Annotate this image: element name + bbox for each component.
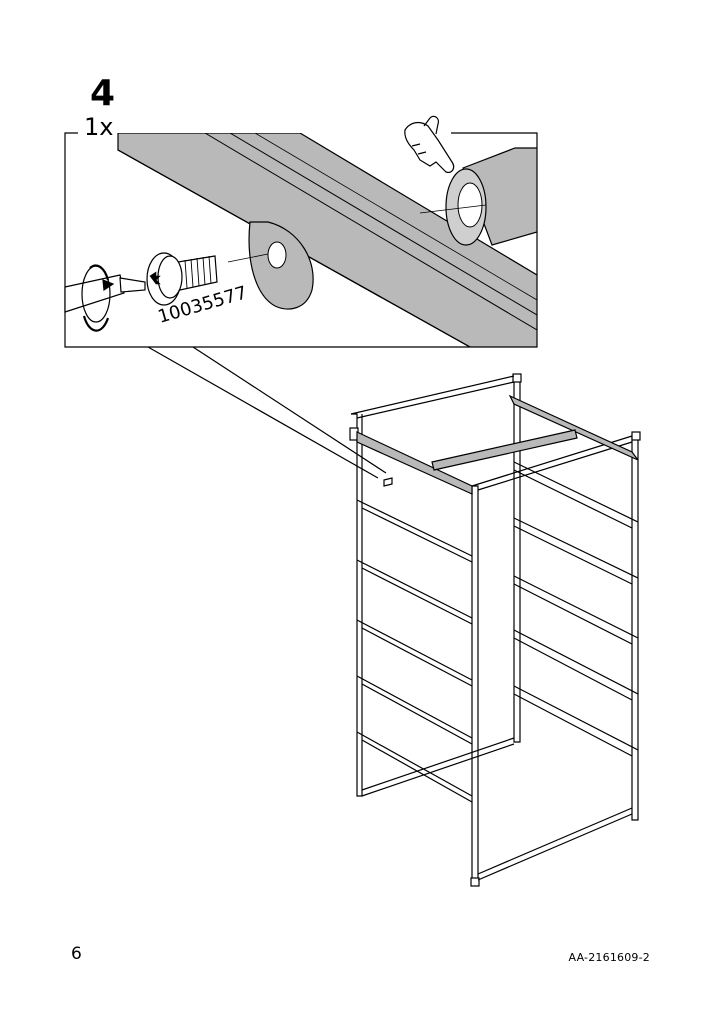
detail-callout-box (64, 132, 538, 479)
screwdriver-rotate-icon (64, 264, 146, 332)
drawer-frame (349, 373, 641, 887)
screw-icon (146, 252, 218, 306)
rail-closeup (117, 133, 537, 347)
page-number: 6 (71, 944, 82, 964)
hand-pointing-icon (404, 115, 455, 173)
document-code: AA-2161609-2 (568, 951, 650, 964)
step-number: 4 (90, 73, 116, 114)
quantity-label: 1x (80, 113, 118, 141)
washer-icon (227, 221, 314, 310)
